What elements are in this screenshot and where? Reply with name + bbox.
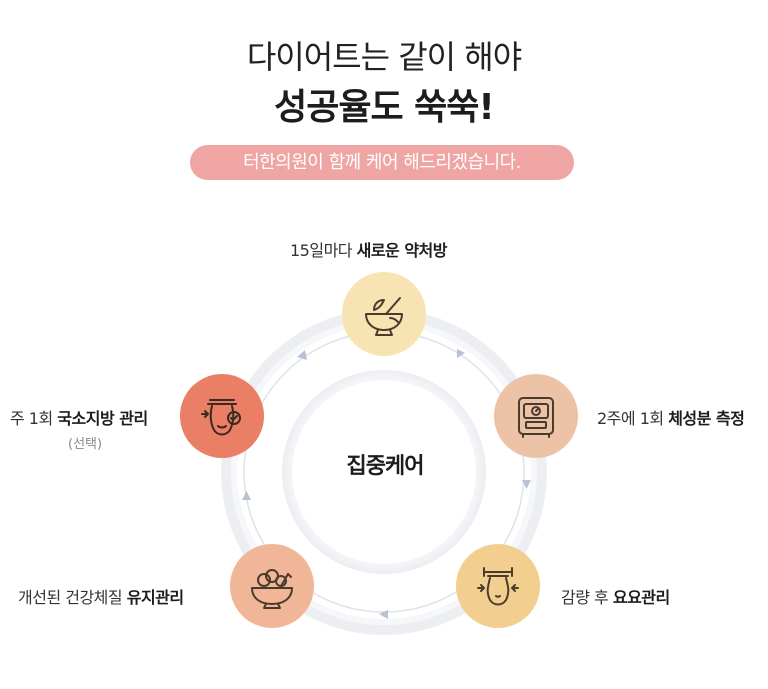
step-node-yoyo-care	[456, 544, 540, 628]
subtitle-pill: 터한의원이 함께 케어 해드리겠습니다.	[190, 145, 574, 180]
step-node-local-fat	[180, 374, 264, 458]
scale-icon	[518, 397, 554, 438]
step-node-body-composition	[494, 374, 578, 458]
step-label-maintenance: 개선된 건강체질 유지관리	[18, 588, 184, 607]
headline-line1: 다이어트는 같이 해야	[246, 38, 522, 76]
step-node-prescription	[342, 272, 426, 356]
step-node-maintenance	[230, 544, 314, 628]
center-label: 집중케어	[346, 454, 425, 479]
step-label-body-composition: 2주에 1회 체성분 측정	[597, 409, 745, 428]
step-label-prescription: 15일마다 새로운 약처방	[290, 241, 448, 260]
body-check-icon	[201, 399, 241, 436]
mortar-pestle-icon	[365, 297, 403, 336]
healthy-food-bowl-icon	[251, 569, 293, 609]
waist-measure-icon	[477, 567, 519, 606]
step-label-local-fat: 주 1회 국소지방 관리	[10, 409, 148, 428]
headline-line2: 성공율도 쑥쑥!	[274, 87, 495, 128]
step-label-yoyo-care: 감량 후 요요관리	[561, 588, 670, 607]
step-sublabel-optional: (선택)	[68, 437, 103, 452]
